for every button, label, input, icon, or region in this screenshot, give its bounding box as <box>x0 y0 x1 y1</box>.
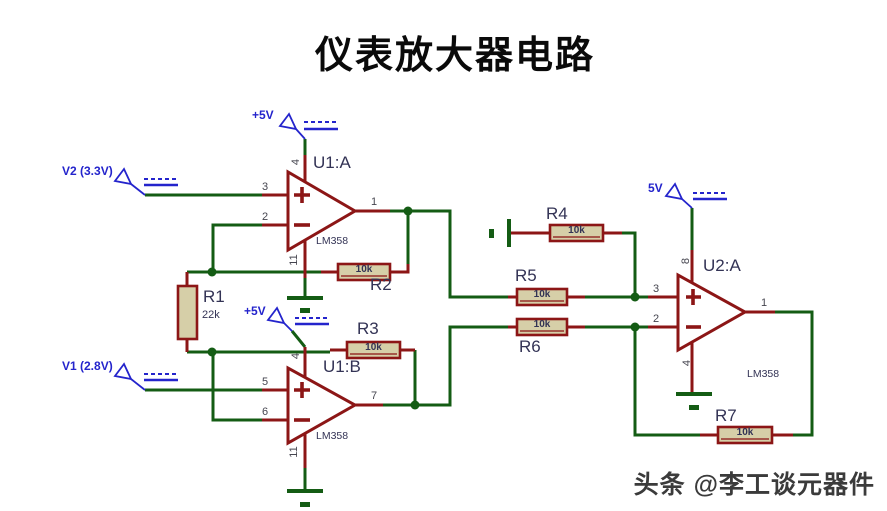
opamp-polarity-marks <box>294 187 701 422</box>
resistor-r6-label: R6 <box>519 337 541 356</box>
ground-symbol-u2a <box>676 392 712 410</box>
ground-symbol-r4 <box>489 219 511 247</box>
resistor-r1-body <box>176 284 199 341</box>
opamp-u1a-pin-vcc: 4 <box>290 158 302 166</box>
resistor-r5-value: 10k <box>533 289 551 300</box>
opamp-u1a-symbol <box>286 169 358 253</box>
opamp-u1a-part: LM358 <box>316 235 349 247</box>
opamp-u2a-pin-plus: 3 <box>653 283 660 295</box>
ground-symbol-u1b <box>287 489 323 507</box>
power-label-u1a: +5V <box>252 108 274 122</box>
opamp-u1b-symbol <box>286 365 359 446</box>
resistor-r7-label: R7 <box>715 406 737 425</box>
resistor-r4-label: R4 <box>546 204 568 223</box>
resistor-r3-value: 10k <box>365 342 382 353</box>
resistor-r6-value: 10k <box>533 319 551 330</box>
pin-leads <box>185 155 793 468</box>
opamp-u2a-pin-out: 1 <box>761 297 768 309</box>
resistor-r2-value: 10k <box>355 264 373 275</box>
opamp-u2a-ref: U2:A <box>703 256 741 275</box>
resistor-r1-label: R1 <box>203 287 225 306</box>
resistor-r1-value: 22k <box>202 309 220 321</box>
opamp-u1b-part: LM358 <box>316 430 349 442</box>
resistor-r3-label: R3 <box>357 319 379 338</box>
source-v2-label: V2 (3.3V) <box>62 164 113 178</box>
resistor-r5-label: R5 <box>515 266 537 285</box>
opamp-u1b-pin-out: 7 <box>371 390 378 402</box>
opamp-u1a-pin-out: 1 <box>371 196 378 208</box>
input-terminal-v2 <box>113 167 178 196</box>
power-terminal-u1a <box>278 112 338 140</box>
opamp-u1b-pin-gnd: 11 <box>288 446 300 458</box>
junction-dots <box>207 206 640 410</box>
resistor-r4-value: 10k <box>568 225 585 236</box>
resistor-bodies <box>176 223 774 445</box>
opamp-u2a-pin-vcc: 8 <box>680 257 692 265</box>
opamp-u1a-pin-minus: 2 <box>262 211 269 223</box>
opamp-u2a-symbol <box>676 272 749 353</box>
ground-symbol-u1a <box>287 296 323 313</box>
opamp-u1b-pin-minus: 6 <box>262 406 269 418</box>
opamp-u1b-ref: U1:B <box>323 357 361 376</box>
opamp-u1a-ref: U1:A <box>313 153 351 172</box>
opamp-u2a-pin-gnd: 4 <box>681 359 693 367</box>
opamp-u1a-pin-gnd: 11 <box>288 254 300 266</box>
power-terminal-u2a <box>664 182 727 209</box>
resistor-r2-label: R2 <box>370 275 392 294</box>
opamp-u2a-pin-minus: 2 <box>653 313 660 325</box>
wires <box>145 139 814 490</box>
power-terminal-u1b <box>266 306 329 332</box>
opamp-u1b-pin-plus: 5 <box>262 376 269 388</box>
opamp-u1a-pin-plus: 3 <box>262 181 269 193</box>
watermark: 头条 @李工谈元器件 <box>633 471 875 499</box>
source-v1-label: V1 (2.8V) <box>62 359 113 373</box>
resistor-r7-value: 10k <box>736 427 754 438</box>
input-terminal-v1 <box>113 362 178 391</box>
page-title: 仪表放大器电路 <box>314 35 596 77</box>
opamp-u2a-part: LM358 <box>747 368 780 380</box>
opamp-u1b-pin-vcc: 4 <box>290 352 302 360</box>
power-label-u2a: 5V <box>648 181 663 195</box>
power-label-u1b: +5V <box>244 304 266 318</box>
